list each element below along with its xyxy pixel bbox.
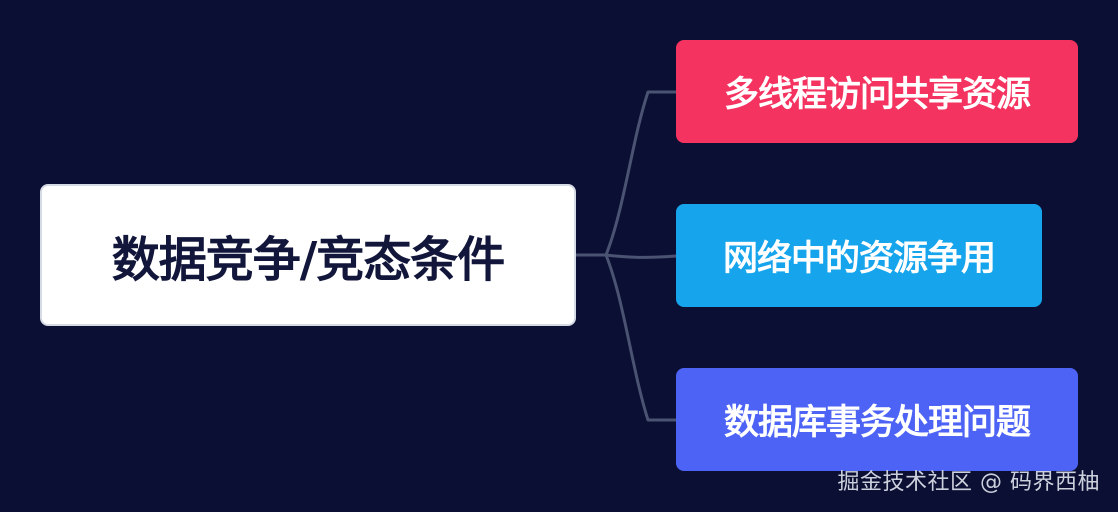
watermark: 掘金技术社区 @ 码界西柚 [837, 470, 1100, 495]
connector-to-child-1 [604, 90, 678, 257]
child-node-2-label: 网络中的资源争用 [722, 239, 996, 279]
root-node: 数据竞争/竞态条件 [40, 184, 576, 326]
connector-to-child-3 [604, 253, 678, 422]
child-node-2: 网络中的资源争用 [676, 204, 1042, 307]
child-node-1-label: 多线程访问共享资源 [723, 75, 1031, 115]
child-node-3-label: 数据库事务处理问题 [723, 403, 1031, 443]
root-node-label: 数据竞争/竞态条件 [111, 232, 506, 288]
child-node-1: 多线程访问共享资源 [676, 40, 1078, 143]
connector-to-child-2 [604, 253, 678, 259]
child-node-3: 数据库事务处理问题 [676, 368, 1078, 471]
